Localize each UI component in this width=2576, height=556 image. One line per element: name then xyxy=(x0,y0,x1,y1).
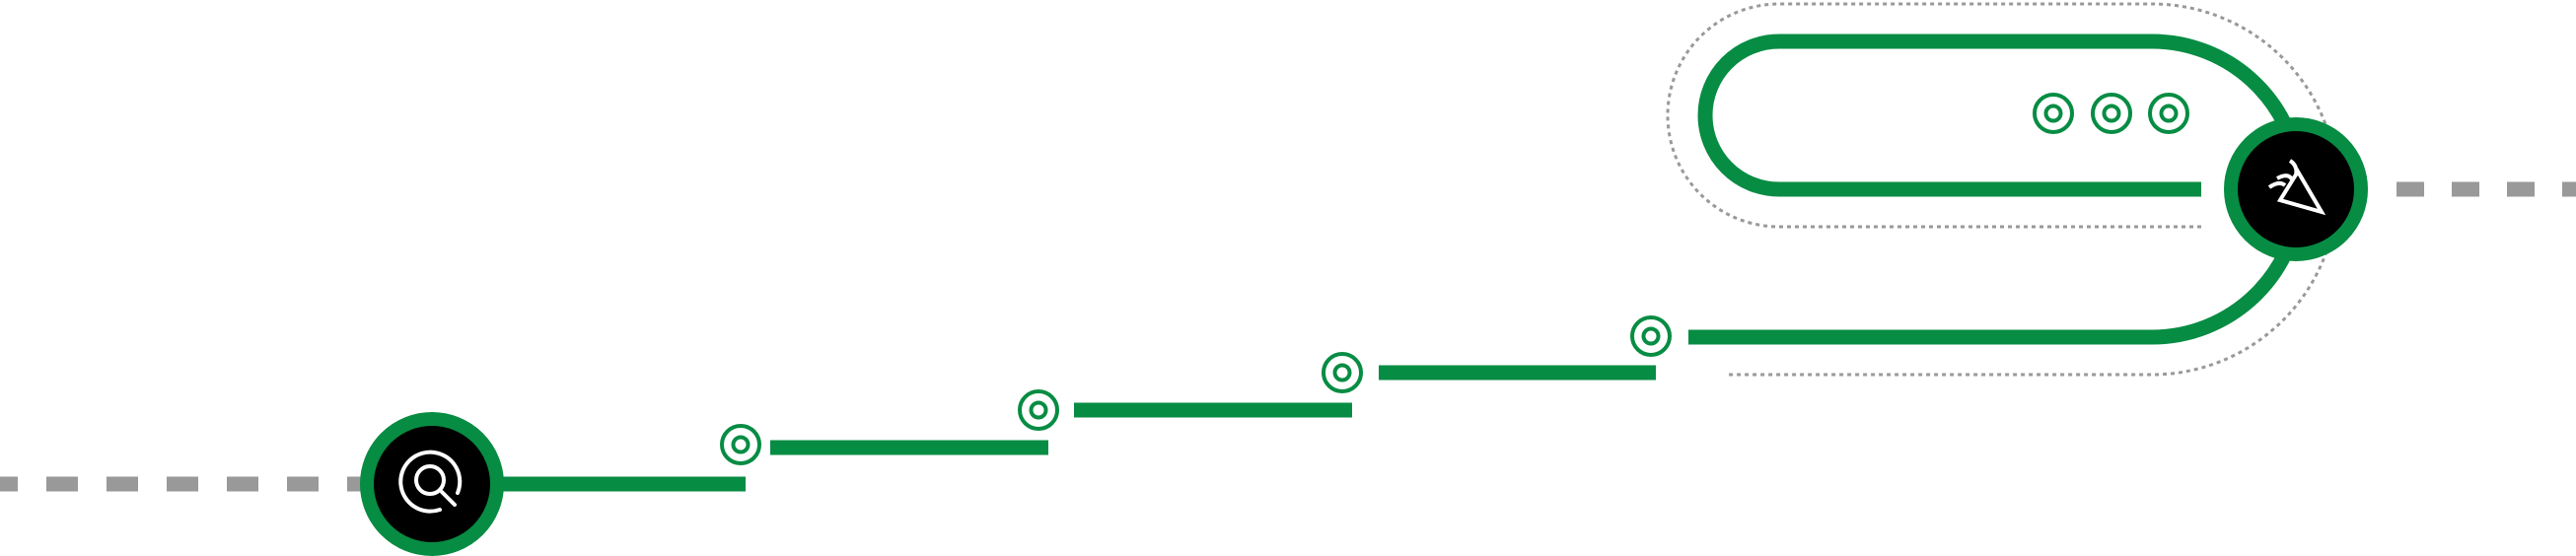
target-icon xyxy=(720,424,761,465)
milestone-markers xyxy=(720,93,2189,465)
path-segments xyxy=(483,34,2308,492)
target-icon xyxy=(1018,389,1059,431)
target-icon xyxy=(2148,93,2189,134)
end-node[interactable] xyxy=(2224,117,2368,261)
search-target-icon xyxy=(398,450,463,514)
start-node[interactable] xyxy=(360,412,504,556)
target-icon xyxy=(1322,352,1363,393)
loop-dotted-outline xyxy=(1666,2,2339,377)
path-segment-loop xyxy=(1688,34,2308,345)
target-icon xyxy=(2033,93,2074,134)
party-popper-icon xyxy=(2267,159,2326,216)
target-icon xyxy=(2091,93,2132,134)
target-icon xyxy=(1630,315,1672,357)
